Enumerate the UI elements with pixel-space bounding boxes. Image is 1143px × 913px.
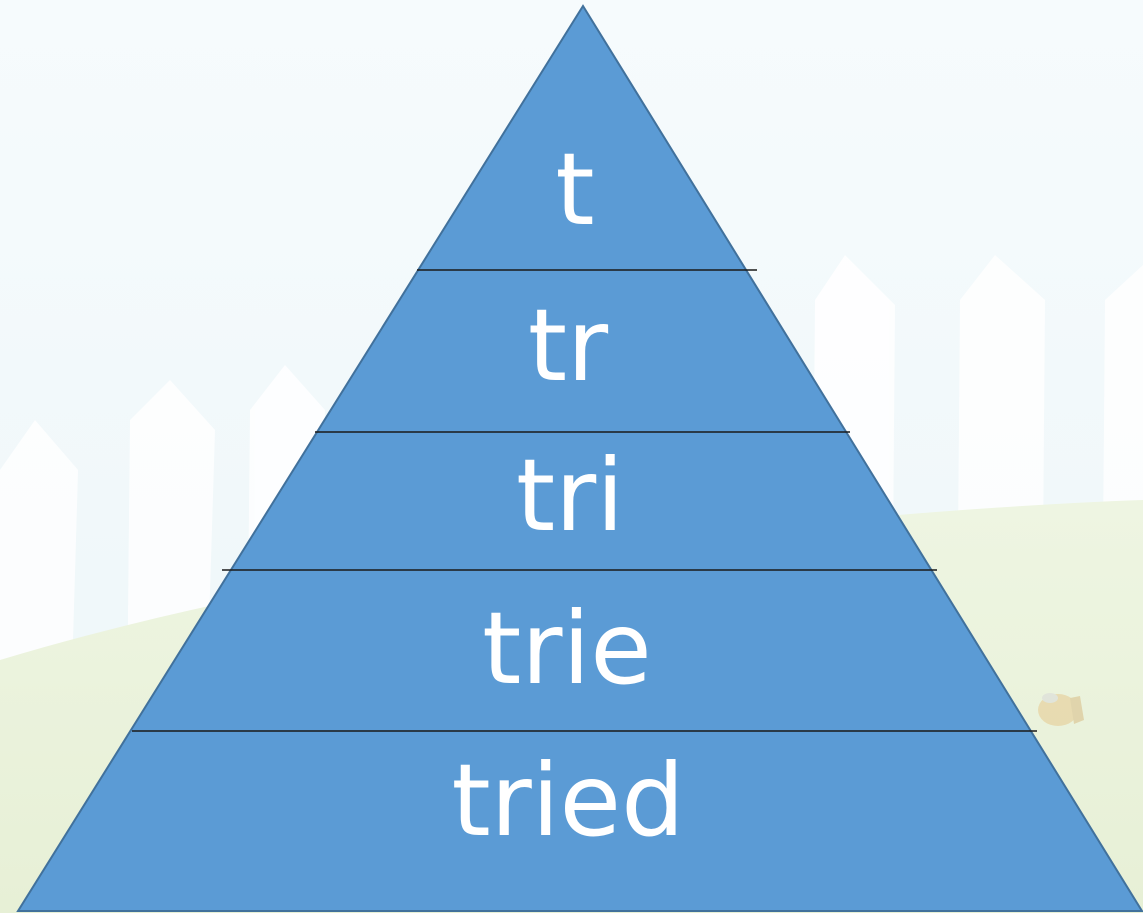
level-4-text: trie [482,590,652,707]
pyramid-triangle [16,4,1143,912]
level-dividers [132,269,1037,732]
level-2-text: tr [528,287,609,404]
level-5-text: tried [451,742,684,859]
level-3-text: tri [516,437,624,554]
level-1-text: t [555,131,594,248]
pyramid-levels: t tr tri trie tried [451,131,684,859]
bee-logo-icon [1038,693,1084,726]
word-pyramid: t tr tri trie tried [16,4,1143,912]
